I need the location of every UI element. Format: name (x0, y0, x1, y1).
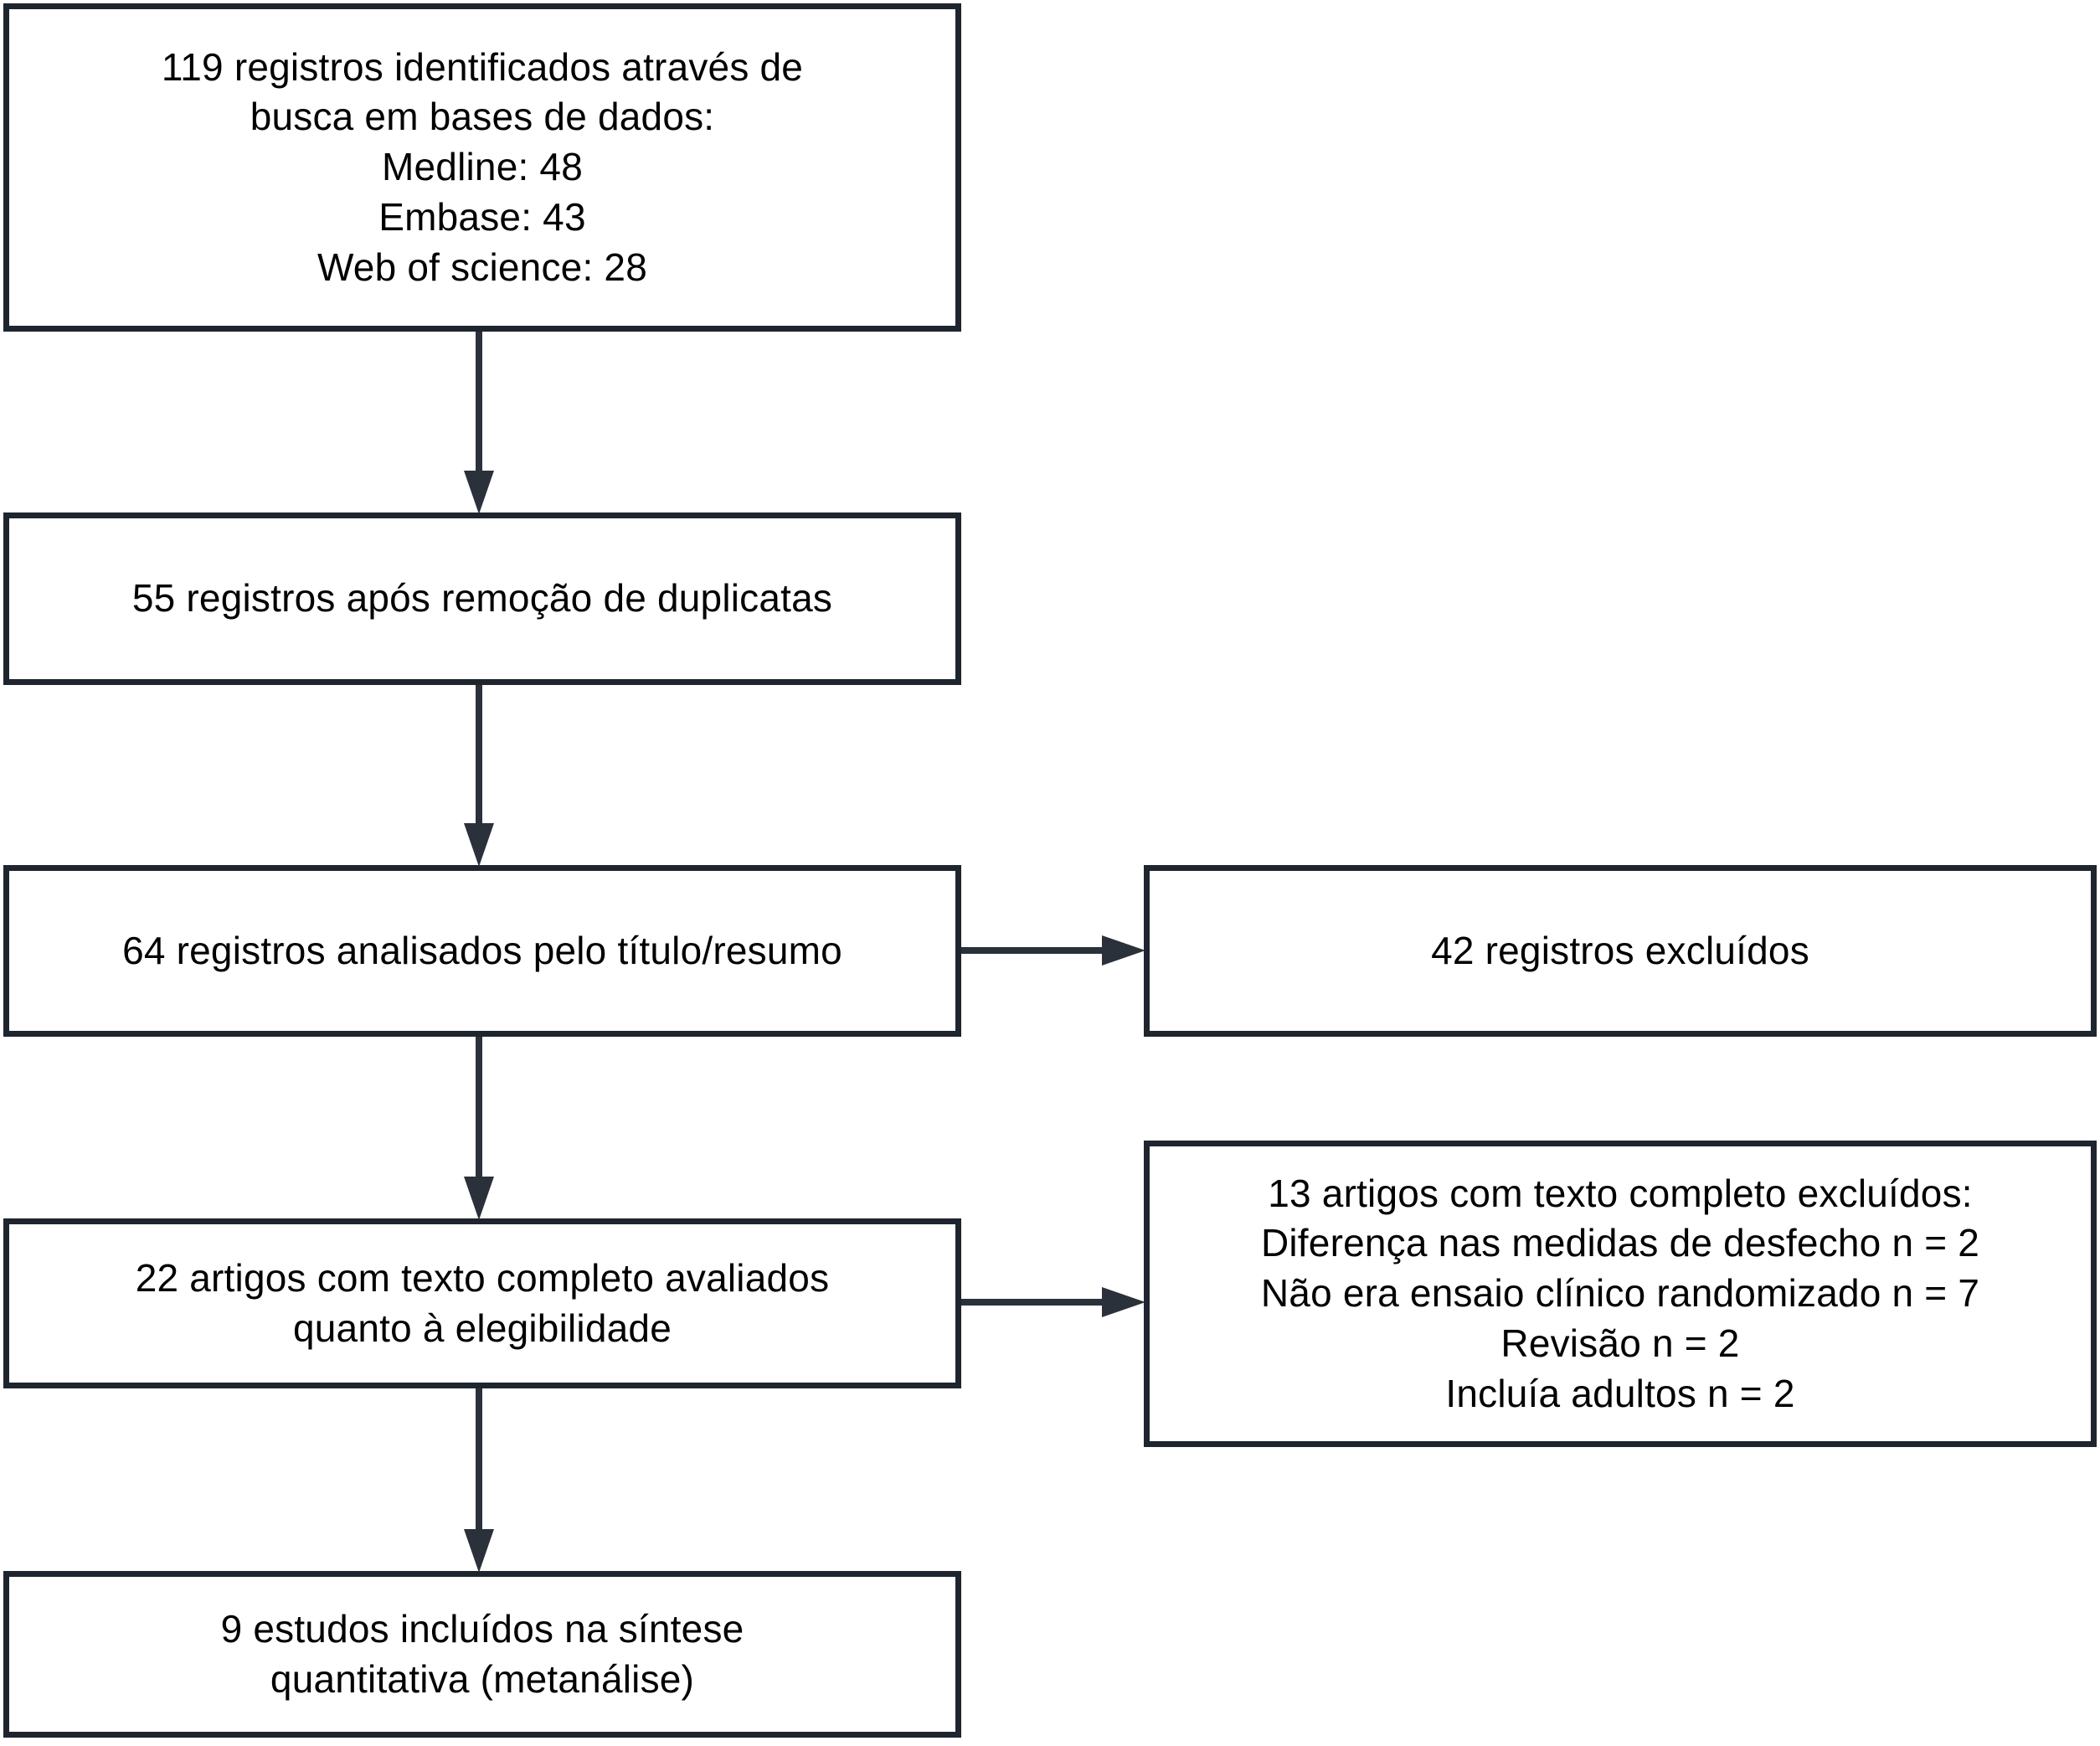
records-identified-box: 119 registros identificados através de b… (3, 3, 961, 332)
arrow-down-icon (462, 1388, 496, 1573)
full-text-articles-assessed-text: 22 artigos com texto completo avaliados … (135, 1255, 830, 1350)
full-text-articles-excluded-box: 13 artigos com texto completo excluídos:… (1144, 1141, 2097, 1447)
arrow-down-icon (462, 685, 496, 867)
studies-included-box: 9 estudos incluídos na síntese quantitat… (3, 1571, 961, 1738)
records-screened-box: 64 registros analisados pelo título/resu… (3, 865, 961, 1037)
arrow-down-icon (462, 332, 496, 514)
arrow-right-icon (961, 1285, 1145, 1319)
full-text-articles-excluded-text: 13 artigos com texto completo excluídos:… (1260, 1171, 1980, 1415)
records-identified-text: 119 registros identificados através de b… (161, 44, 804, 289)
records-excluded-box: 42 registros excluídos (1144, 865, 2097, 1037)
arrow-right-icon (961, 934, 1145, 967)
records-after-duplicates-removed-text: 55 registros após remoção de duplicatas (131, 576, 833, 621)
full-text-articles-assessed-box: 22 artigos com texto completo avaliados … (3, 1218, 961, 1388)
records-screened-text: 64 registros analisados pelo título/resu… (122, 928, 842, 972)
arrow-down-icon (462, 1037, 496, 1220)
studies-included-text: 9 estudos incluídos na síntese quantitat… (220, 1606, 744, 1701)
records-excluded-text: 42 registros excluídos (1431, 928, 1809, 972)
records-after-duplicates-removed-box: 55 registros após remoção de duplicatas (3, 512, 961, 685)
